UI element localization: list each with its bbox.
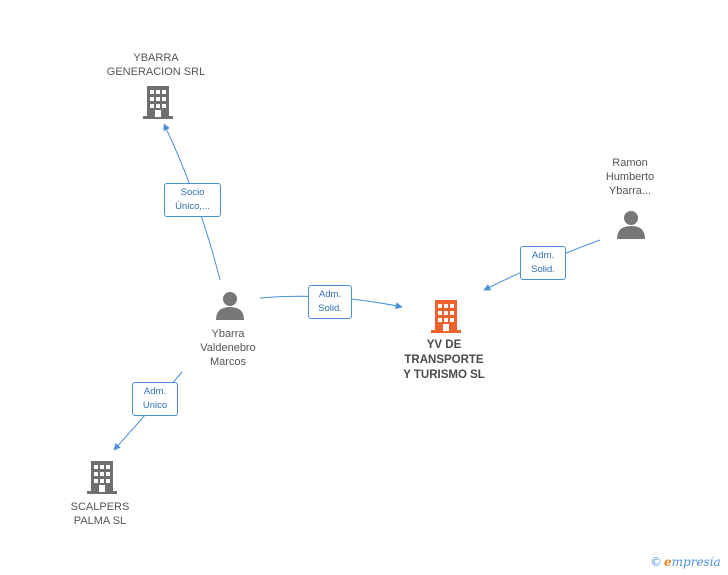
brand-logo: ©empresia — [650, 555, 721, 569]
copyright-icon: © — [650, 555, 662, 569]
edge-label-adm-solid-center[interactable]: Adm. Solid. — [308, 285, 352, 319]
building-icon[interactable] — [87, 461, 117, 494]
node-label-scalpers[interactable]: SCALPERS PALMA SL — [70, 501, 130, 527]
edge-label-adm-unico[interactable]: Adm. Unico — [132, 382, 178, 416]
building-icon[interactable] — [431, 300, 461, 333]
edge-label-socio-unico[interactable]: Socio Único,... — [164, 183, 221, 217]
edge-label-adm-solid-right[interactable]: Adm. Solid. — [520, 246, 566, 280]
person-icon[interactable] — [617, 211, 645, 239]
brand-initial: e — [664, 555, 672, 569]
node-label-ybarra-valdenebro[interactable]: Ybarra Valdenebro Marcos — [200, 328, 256, 368]
node-label-ybarra-generacion[interactable]: YBARRA GENERACION SRL — [106, 52, 206, 78]
node-label-ramon-ybarra[interactable]: Ramon Humberto Ybarra... — [605, 157, 655, 197]
building-icon[interactable] — [143, 86, 173, 119]
brand-name: mpresia — [671, 555, 721, 569]
node-label-yv-transporte[interactable]: YV DE TRANSPORTE Y TURISMO SL — [403, 339, 485, 381]
person-icon[interactable] — [216, 292, 244, 320]
